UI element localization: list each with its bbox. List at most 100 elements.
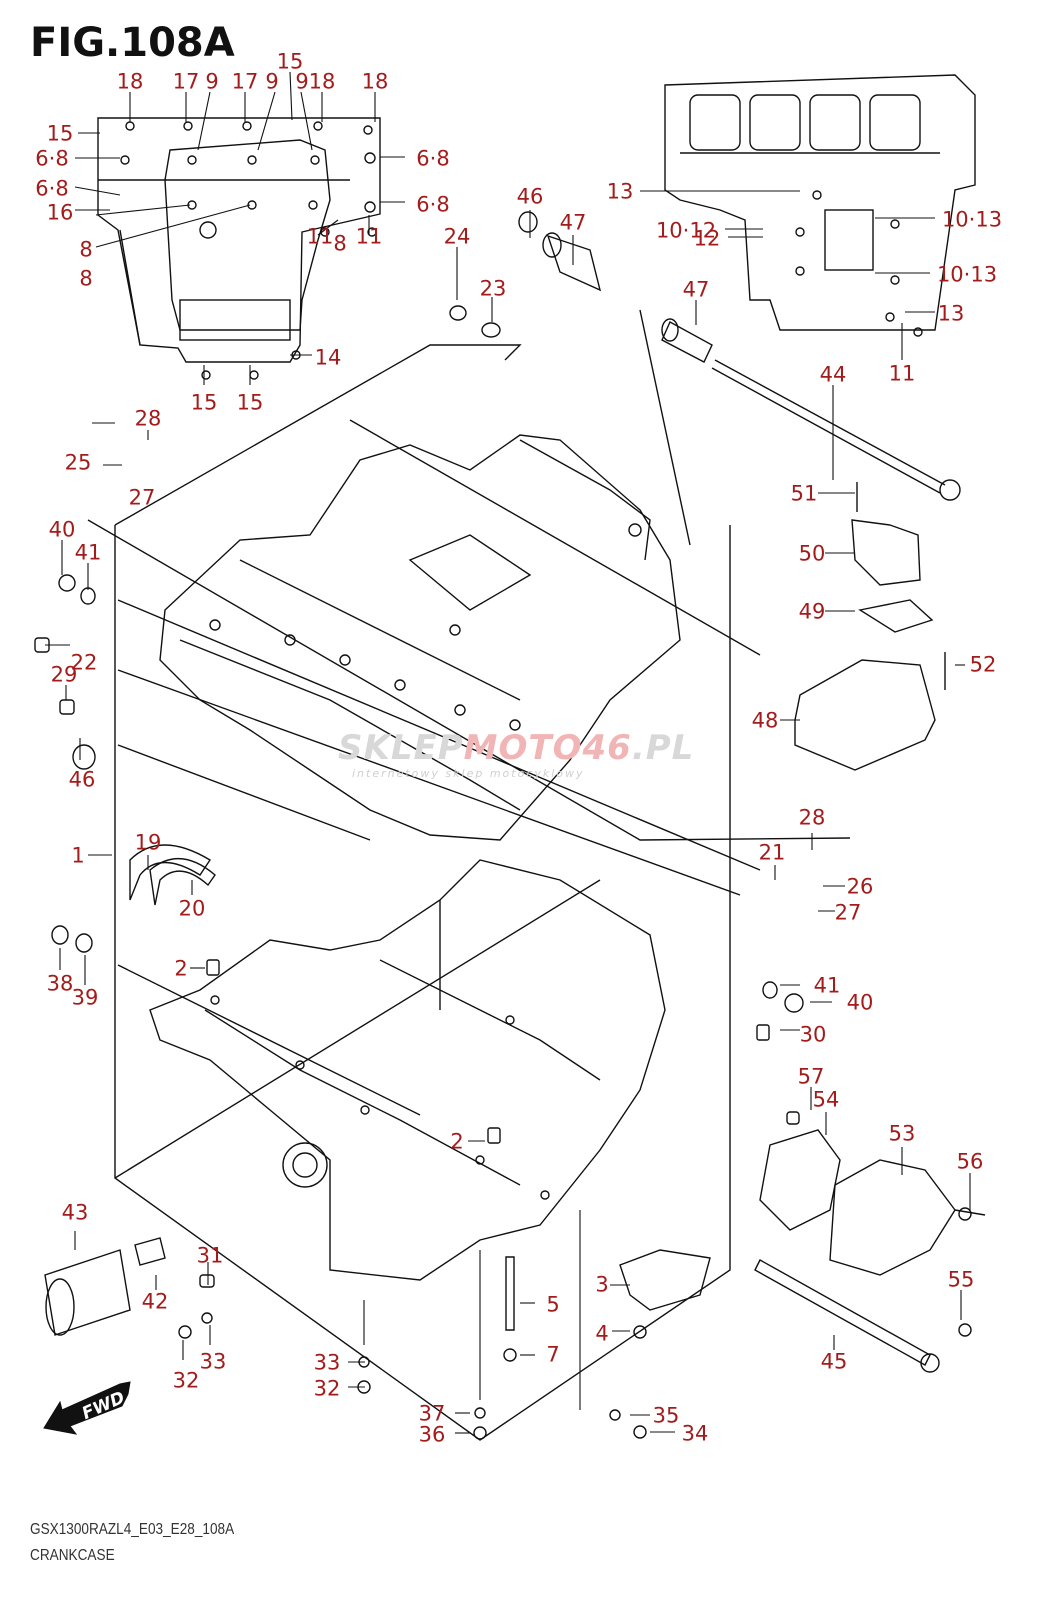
callout-part-18[interactable]: 18 bbox=[361, 69, 389, 94]
upper-crankcase bbox=[159, 434, 681, 841]
callout-part-55[interactable]: 55 bbox=[947, 1267, 975, 1292]
callout-part-26[interactable]: 26 bbox=[846, 874, 874, 899]
callout-part-8[interactable]: 8 bbox=[333, 231, 347, 256]
callout-part-40[interactable]: 40 bbox=[48, 517, 76, 542]
callout-part-9[interactable]: 9 bbox=[295, 69, 309, 94]
callout-part-18[interactable]: 18 bbox=[116, 69, 144, 94]
model-code: GSX1300RAZL4_E03_E28_108A bbox=[30, 1521, 235, 1538]
callout-part-32[interactable]: 32 bbox=[172, 1368, 200, 1393]
callout-part-13[interactable]: 13 bbox=[606, 179, 634, 204]
watermark-tagline: internetowy sklep motocyklowy bbox=[352, 767, 585, 780]
callout-part-56[interactable]: 56 bbox=[956, 1149, 984, 1174]
callout-part-53[interactable]: 53 bbox=[888, 1121, 916, 1146]
callout-part-37[interactable]: 37 bbox=[418, 1401, 446, 1426]
callout-part-9[interactable]: 9 bbox=[205, 69, 219, 94]
callout-part-9[interactable]: 9 bbox=[265, 69, 279, 94]
callout-part-21[interactable]: 21 bbox=[758, 840, 786, 865]
callout-part-43[interactable]: 43 bbox=[61, 1200, 89, 1225]
callout-part-16[interactable]: 16 bbox=[46, 200, 74, 225]
callout-part-33[interactable]: 33 bbox=[313, 1350, 341, 1375]
callout-part-2[interactable]: 2 bbox=[450, 1129, 464, 1154]
callout-part-1[interactable]: 1 bbox=[71, 843, 85, 868]
callout-part-25[interactable]: 25 bbox=[64, 450, 92, 475]
callout-part-36[interactable]: 36 bbox=[418, 1422, 446, 1447]
callout-part-15[interactable]: 15 bbox=[276, 49, 304, 74]
callout-part-15[interactable]: 15 bbox=[236, 390, 264, 415]
callout-part-6-8[interactable]: 6·8 bbox=[35, 176, 69, 201]
small-parts bbox=[34, 211, 986, 1440]
callout-part-33[interactable]: 33 bbox=[199, 1349, 227, 1374]
callout-part-52[interactable]: 52 bbox=[969, 652, 997, 677]
callout-part-15[interactable]: 15 bbox=[46, 121, 74, 146]
callout-part-3[interactable]: 3 bbox=[595, 1272, 609, 1297]
callout-part-47[interactable]: 47 bbox=[682, 277, 710, 302]
callout-part-41[interactable]: 41 bbox=[813, 973, 841, 998]
callout-part-28[interactable]: 28 bbox=[798, 805, 826, 830]
callout-part-44[interactable]: 44 bbox=[819, 362, 847, 387]
callout-part-8[interactable]: 8 bbox=[79, 266, 93, 291]
callout-part-49[interactable]: 49 bbox=[798, 599, 826, 624]
callout-part-24[interactable]: 24 bbox=[443, 224, 471, 249]
callout-part-50[interactable]: 50 bbox=[798, 541, 826, 566]
callout-part-30[interactable]: 30 bbox=[799, 1022, 827, 1047]
callout-part-2[interactable]: 2 bbox=[174, 956, 188, 981]
callout-part-39[interactable]: 39 bbox=[71, 985, 99, 1010]
callout-part-6-8[interactable]: 6·8 bbox=[35, 146, 69, 171]
callout-part-20[interactable]: 20 bbox=[178, 896, 206, 921]
callout-part-6-8[interactable]: 6·8 bbox=[416, 192, 450, 217]
callout-part-38[interactable]: 38 bbox=[46, 971, 74, 996]
callout-part-11[interactable]: 11 bbox=[306, 224, 334, 249]
callout-part-4[interactable]: 4 bbox=[595, 1321, 609, 1346]
callout-part-5[interactable]: 5 bbox=[546, 1292, 560, 1317]
callout-part-46[interactable]: 46 bbox=[68, 767, 96, 792]
callout-part-22[interactable]: 22 bbox=[70, 650, 98, 675]
callout-part-18[interactable]: 18 bbox=[308, 69, 336, 94]
callout-part-15[interactable]: 15 bbox=[190, 390, 218, 415]
watermark-brand-b: MOTO46 bbox=[463, 728, 632, 768]
callout-part-10-12[interactable]: 10·12 bbox=[655, 218, 717, 243]
lower-crankcase bbox=[149, 859, 666, 1281]
callout-part-8[interactable]: 8 bbox=[79, 237, 93, 262]
callout-part-41[interactable]: 41 bbox=[74, 540, 102, 565]
callout-part-19[interactable]: 19 bbox=[134, 830, 162, 855]
forward-direction-arrow: FWD bbox=[43, 1381, 131, 1435]
callout-part-45[interactable]: 45 bbox=[820, 1349, 848, 1374]
callout-part-51[interactable]: 51 bbox=[790, 481, 818, 506]
assembly-frame-lines bbox=[87, 309, 851, 1441]
leader-lines bbox=[45, 71, 971, 1434]
callout-part-6-8[interactable]: 6·8 bbox=[416, 146, 450, 171]
callout-part-17[interactable]: 17 bbox=[231, 69, 259, 94]
callout-part-32[interactable]: 32 bbox=[313, 1376, 341, 1401]
callout-part-29[interactable]: 29 bbox=[50, 662, 78, 687]
callout-part-40[interactable]: 40 bbox=[846, 990, 874, 1015]
callout-part-42[interactable]: 42 bbox=[141, 1289, 169, 1314]
upper-crankcase-bottom-view bbox=[664, 74, 976, 337]
callout-part-35[interactable]: 35 bbox=[652, 1403, 680, 1428]
callout-part-10-13[interactable]: 10·13 bbox=[936, 262, 998, 287]
callout-part-11[interactable]: 11 bbox=[888, 361, 916, 386]
callout-part-54[interactable]: 54 bbox=[812, 1087, 840, 1112]
callout-part-28[interactable]: 28 bbox=[134, 406, 162, 431]
callout-part-47[interactable]: 47 bbox=[559, 210, 587, 235]
figure-name: CRANKCASE bbox=[30, 1547, 115, 1564]
callout-part-11[interactable]: 11 bbox=[355, 224, 383, 249]
callout-part-7[interactable]: 7 bbox=[546, 1342, 560, 1367]
callout-part-14[interactable]: 14 bbox=[314, 345, 342, 370]
callout-part-23[interactable]: 23 bbox=[479, 276, 507, 301]
callout-part-57[interactable]: 57 bbox=[797, 1064, 825, 1089]
upper-crankcase-top-view bbox=[97, 117, 381, 380]
callout-part-27[interactable]: 27 bbox=[128, 485, 156, 510]
callout-part-17[interactable]: 17 bbox=[172, 69, 200, 94]
watermark-brand-a: SKLEP bbox=[338, 728, 464, 768]
callout-part-27[interactable]: 27 bbox=[834, 900, 862, 925]
callout-part-46[interactable]: 46 bbox=[516, 184, 544, 209]
watermark-suffix: .PL bbox=[631, 728, 695, 768]
callout-part-48[interactable]: 48 bbox=[751, 708, 779, 733]
callout-part-34[interactable]: 34 bbox=[681, 1421, 709, 1446]
callout-part-31[interactable]: 31 bbox=[196, 1243, 224, 1268]
callout-part-12[interactable]: 12 bbox=[693, 226, 721, 251]
callout-part-13[interactable]: 13 bbox=[937, 301, 965, 326]
callout-part-10-13[interactable]: 10·13 bbox=[941, 207, 1003, 232]
figure-title: FIG.108A bbox=[30, 20, 235, 66]
